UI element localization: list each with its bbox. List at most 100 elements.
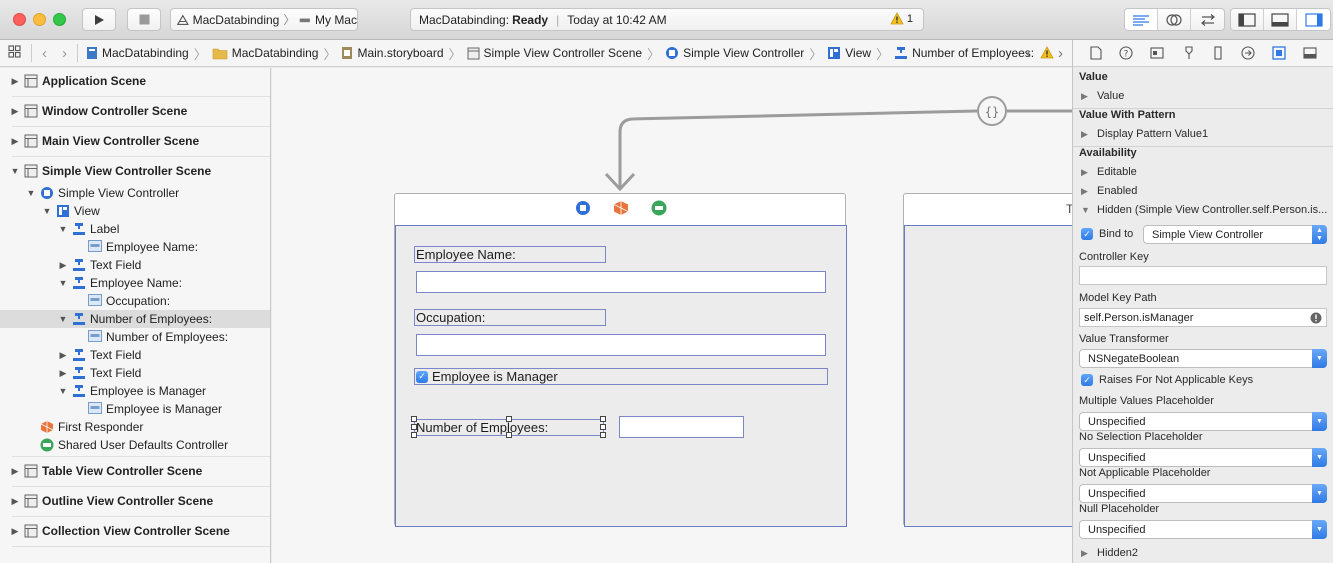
run-button[interactable] — [82, 8, 116, 31]
size-inspector-icon[interactable] — [1213, 46, 1223, 60]
crumb-folder[interactable]: MacDatabinding — [212, 46, 318, 60]
binding-hidden2[interactable]: ▶ Hidden2 — [1081, 547, 1138, 559]
toggle-debug-area-button[interactable] — [1264, 9, 1297, 30]
binding-display-pattern-value1[interactable]: ▶ Display Pattern Value1 — [1081, 128, 1208, 140]
disclosure-triangle-icon[interactable]: ▶ — [11, 525, 19, 536]
disclosure-triangle-icon[interactable]: ▼ — [58, 386, 68, 396]
crumb-project[interactable]: MacDatabinding — [86, 46, 189, 60]
outline-item-number-of-employees[interactable]: ▼ Number of Employees: — [0, 310, 270, 328]
outline-scene-table-view-controller[interactable]: ▶ Table View Controller Scene — [0, 460, 270, 482]
resize-handle[interactable] — [506, 416, 512, 422]
first-responder-icon[interactable] — [613, 200, 629, 216]
employee-name-text-field[interactable] — [416, 271, 826, 293]
number-of-employees-text-field[interactable] — [619, 416, 744, 438]
outline-item-text-field[interactable]: ▶ Text Field — [0, 256, 270, 274]
quick-help-icon[interactable]: ? — [1119, 46, 1133, 60]
disclosure-triangle-icon[interactable]: ▶ — [1081, 185, 1088, 196]
binding-value[interactable]: ▶ Value — [1081, 90, 1124, 102]
crumb-view[interactable]: View — [827, 46, 871, 60]
resize-handle[interactable] — [411, 424, 417, 430]
disclosure-triangle-icon[interactable]: ▼ — [42, 206, 52, 216]
value-transformer-combo[interactable]: NSNegateBoolean ▼ — [1079, 349, 1327, 368]
minimize-window-button[interactable] — [33, 13, 46, 26]
no-selection-placeholder-combo[interactable]: Unspecified ▼ — [1079, 448, 1327, 467]
close-window-button[interactable] — [13, 13, 26, 26]
version-editor-button[interactable] — [1191, 9, 1224, 30]
outline-scene-main-view-controller[interactable]: ▶ Main View Controller Scene — [0, 130, 270, 152]
disclosure-triangle-icon[interactable]: ▶ — [11, 75, 19, 86]
back-chevron-icon[interactable]: ‹ — [42, 44, 47, 62]
outline-item-text-cell[interactable]: Employee Name: — [0, 238, 270, 256]
disclosure-triangle-icon[interactable]: ▶ — [1081, 90, 1088, 101]
disclosure-triangle-icon[interactable]: ▼ — [1081, 205, 1090, 215]
multiple-values-placeholder-combo[interactable]: Unspecified ▼ — [1079, 412, 1327, 431]
toggle-utilities-button[interactable] — [1297, 9, 1330, 30]
view-effects-inspector-icon[interactable] — [1303, 47, 1317, 59]
occupation-label[interactable]: Occupation: — [414, 309, 606, 326]
null-placeholder-combo[interactable]: Unspecified ▼ — [1079, 520, 1327, 539]
binding-enabled[interactable]: ▶ Enabled — [1081, 185, 1137, 197]
resize-handle[interactable] — [411, 432, 417, 438]
table-view-controller-frame[interactable]: T — [903, 193, 1072, 527]
file-inspector-icon[interactable] — [1090, 46, 1102, 60]
stop-button[interactable] — [127, 8, 161, 31]
employee-name-label[interactable]: Employee Name: — [414, 246, 606, 263]
model-key-path-field[interactable]: self.Person.isManager — [1079, 308, 1327, 327]
binding-segue-icon[interactable]: {} — [977, 96, 1007, 126]
outline-scene-outline-view-controller[interactable]: ▶ Outline View Controller Scene — [0, 490, 270, 512]
resize-handle[interactable] — [600, 432, 606, 438]
outline-item-button-cell[interactable]: Employee is Manager — [0, 400, 270, 418]
bind-to-checkbox[interactable]: ✓ Bind to — [1081, 228, 1133, 240]
outline-item-simple-view-controller[interactable]: ▼ Simple View Controller — [0, 184, 270, 202]
zoom-window-button[interactable] — [53, 13, 66, 26]
raises-for-not-applicable-keys-checkbox[interactable]: ✓ Raises For Not Applicable Keys — [1081, 374, 1253, 386]
crumb-label-element[interactable]: Number of Employees: — [894, 46, 1034, 60]
disclosure-triangle-icon[interactable]: ▶ — [11, 105, 19, 116]
resize-handle[interactable] — [506, 432, 512, 438]
disclosure-triangle-icon[interactable]: ▶ — [59, 349, 67, 360]
related-items-icon[interactable] — [8, 45, 21, 61]
disclosure-triangle-icon[interactable]: ▶ — [11, 495, 19, 506]
standard-editor-button[interactable] — [1125, 9, 1158, 30]
attributes-inspector-icon[interactable] — [1182, 46, 1196, 60]
identity-inspector-icon[interactable] — [1150, 47, 1164, 59]
second-root-view[interactable] — [904, 225, 1072, 527]
outline-item-employee-is-manager[interactable]: ▼ Employee is Manager — [0, 382, 270, 400]
binding-editable[interactable]: ▶ Editable — [1081, 166, 1137, 178]
user-defaults-controller-icon[interactable] — [651, 200, 667, 216]
resize-handle[interactable] — [411, 416, 417, 422]
disclosure-triangle-icon[interactable]: ▶ — [11, 135, 19, 146]
disclosure-triangle-icon[interactable]: ▶ — [1081, 166, 1088, 177]
crumb-scene[interactable]: Simple View Controller Scene — [467, 46, 642, 60]
resize-handle[interactable] — [600, 416, 606, 422]
disclosure-triangle-icon[interactable]: ▼ — [58, 278, 68, 288]
outline-item-view[interactable]: ▼ View — [0, 202, 270, 220]
occupation-text-field[interactable] — [416, 334, 826, 356]
binding-hidden[interactable]: ▼ Hidden (Simple View Controller.self.Pe… — [1081, 204, 1327, 216]
outline-item-text-field[interactable]: ▶ Text Field — [0, 364, 270, 382]
outline-item-text-cell[interactable]: Number of Employees: — [0, 328, 270, 346]
outline-item-text-cell[interactable]: Occupation: — [0, 292, 270, 310]
disclosure-triangle-icon[interactable]: ▼ — [10, 166, 20, 176]
root-view[interactable]: Employee Name: Occupation: ✓ Employee is… — [395, 225, 847, 527]
outline-scene-application[interactable]: ▶ Application Scene — [0, 70, 270, 92]
outline-scene-simple-view-controller[interactable]: ▼ Simple View Controller Scene — [0, 160, 270, 182]
crumb-view-controller[interactable]: Simple View Controller — [665, 46, 804, 60]
controller-key-field[interactable] — [1079, 266, 1327, 285]
disclosure-triangle-icon[interactable]: ▶ — [1081, 547, 1088, 558]
scheme-selector[interactable]: MacDatabinding 〉 My Mac — [170, 8, 358, 31]
toggle-navigator-button[interactable] — [1231, 9, 1264, 30]
bindings-inspector-icon[interactable] — [1272, 46, 1286, 60]
disclosure-triangle-icon[interactable]: ▼ — [26, 188, 36, 198]
info-circle-icon[interactable] — [1310, 312, 1322, 324]
outline-item-first-responder[interactable]: First Responder — [0, 418, 270, 436]
warning-indicator[interactable]: 1 — [890, 12, 913, 25]
outline-item-label[interactable]: ▼ Label — [0, 220, 270, 238]
crumb-storyboard[interactable]: Main.storyboard — [341, 46, 444, 60]
storyboard-canvas[interactable]: {} Employee Name: Occupation: ✓ Employee… — [272, 68, 1072, 563]
disclosure-triangle-icon[interactable]: ▶ — [11, 465, 19, 476]
disclosure-triangle-icon[interactable]: ▼ — [58, 314, 68, 324]
connections-inspector-icon[interactable] — [1241, 46, 1255, 60]
disclosure-triangle-icon[interactable]: ▶ — [1081, 128, 1088, 139]
forward-chevron-icon[interactable]: › — [62, 44, 67, 62]
